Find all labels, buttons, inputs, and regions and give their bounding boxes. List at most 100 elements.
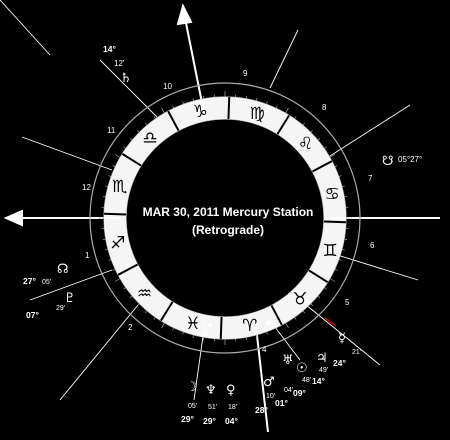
moon-degree: 29° <box>181 414 194 424</box>
tick <box>112 165 116 168</box>
pluto-degree: 07° <box>26 310 39 320</box>
tick <box>112 268 116 271</box>
house-number-3: 3 <box>204 329 209 338</box>
ascendant-arrowhead <box>3 209 23 227</box>
cusp-line-5 <box>299 299 381 366</box>
house-number-5: 5 <box>345 298 350 307</box>
sign-leo-icon: ♌ <box>298 134 313 154</box>
mercury-station-marker <box>324 317 337 327</box>
house-number-10: 10 <box>163 82 172 91</box>
sign-divider <box>121 153 142 167</box>
south-node-icon: ☋ <box>382 154 394 169</box>
mars-degree: 28° <box>255 405 268 415</box>
tick <box>172 327 175 331</box>
tick <box>153 116 156 120</box>
sign-cancer-icon: ♋ <box>325 184 340 204</box>
venus-group: ♀ 18' 04° <box>225 383 238 426</box>
tick <box>334 268 338 271</box>
tick <box>102 238 106 240</box>
house-number-1: 1 <box>85 251 90 260</box>
neptune-group: ♆ 51' 29° <box>203 383 217 426</box>
north-node-degree: 27° <box>23 276 36 286</box>
pluto-icon: ♇ <box>64 291 76 306</box>
tick <box>123 146 127 149</box>
cusp-line-7 <box>329 104 411 157</box>
tick <box>302 122 305 126</box>
tick <box>255 334 258 338</box>
tick <box>341 185 345 188</box>
cusp-line-12 <box>21 136 113 171</box>
tick <box>310 303 313 306</box>
tick <box>192 98 195 102</box>
house-number-2: 2 <box>128 323 133 332</box>
tick <box>192 334 195 338</box>
sign-aquarius-icon: ♒ <box>137 284 152 304</box>
tick <box>317 295 321 298</box>
sign-libra-icon: ♎ <box>142 129 157 149</box>
venus-degree: 04° <box>225 416 238 426</box>
neptune-minute: 51' <box>208 404 217 411</box>
uranus-minute: 04' <box>284 387 293 394</box>
sign-aries-icon: ♈ <box>242 316 257 336</box>
tick <box>302 310 305 314</box>
chart-title-line1: MAR 30, 2011 Mercury Station <box>143 205 314 219</box>
tick <box>137 130 140 133</box>
mars-minute: 10' <box>266 393 275 400</box>
cusp-line-6 <box>333 253 419 281</box>
tick <box>266 101 268 105</box>
degree-ticks <box>98 91 352 345</box>
uranus-group: ♅ 04' 01° <box>275 353 294 408</box>
sign-divider <box>227 97 231 120</box>
tick <box>285 107 289 114</box>
tick <box>137 303 140 306</box>
sign-dividers <box>104 97 346 339</box>
neptune-degree: 29° <box>203 416 216 426</box>
mercury-group: ☿ 21' 24° <box>333 331 361 368</box>
tick <box>323 287 327 290</box>
house-number-9: 9 <box>243 69 248 78</box>
jupiter-group: ♃ 49' 14° <box>312 351 328 386</box>
mars-group: ♂ 10' 28° <box>255 375 275 415</box>
sign-divider <box>117 263 139 276</box>
outer-ring <box>89 82 361 354</box>
tick <box>153 316 156 320</box>
cusp-line-9 <box>269 29 299 89</box>
saturn-icon: ♄ <box>120 71 132 86</box>
venus-minute: 18' <box>228 404 237 411</box>
house-number-4: 4 <box>262 345 267 354</box>
house-number-8: 8 <box>322 103 327 112</box>
tick <box>329 154 336 158</box>
sign-divider <box>311 160 333 173</box>
tick <box>294 316 297 320</box>
midheaven-arrowhead <box>176 3 193 26</box>
house-number-6: 6 <box>370 241 375 250</box>
moon-icon: ☽ <box>186 380 198 395</box>
mars-icon: ♂ <box>263 375 275 390</box>
sign-glyphs: ♑♍♌♋♊♉♈♓♒♐♏♎ <box>110 102 340 336</box>
marker-dot-2 <box>266 321 270 325</box>
neptune-icon: ♆ <box>205 383 217 398</box>
south-node-position: 05°27° <box>398 155 422 164</box>
tick <box>245 95 247 99</box>
sun-icon: ☉ <box>296 361 308 376</box>
tick <box>329 278 336 282</box>
tick <box>105 185 109 188</box>
tick <box>129 295 133 298</box>
sign-divider <box>308 269 329 283</box>
north-node-minute: 05' <box>42 279 51 286</box>
jupiter-minute: 49' <box>319 367 328 374</box>
marker-dot-1 <box>208 323 212 327</box>
uranus-degree: 01° <box>275 398 288 408</box>
north-node-icon: ☊ <box>57 262 69 277</box>
venus-icon: ♀ <box>226 383 236 398</box>
tick <box>344 196 348 198</box>
house-number-11: 11 <box>107 126 116 135</box>
mercury-minute: 21' <box>352 349 361 356</box>
tick <box>323 146 327 149</box>
tick <box>145 310 148 314</box>
tick <box>108 259 112 261</box>
tick <box>114 278 121 282</box>
sign-pisces-icon: ♓ <box>185 314 200 334</box>
